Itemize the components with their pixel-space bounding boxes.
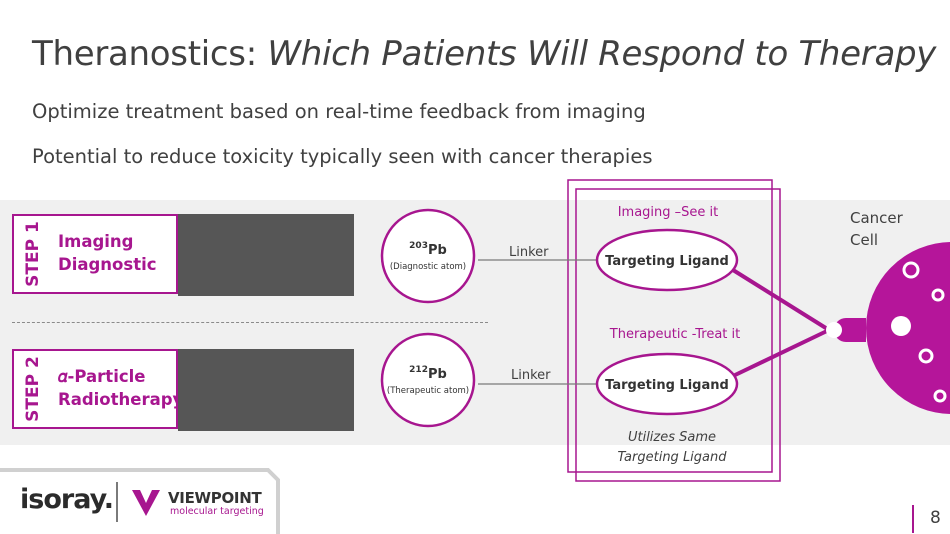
bullet-2: Potential to reduce toxicity typically s… [32, 145, 653, 168]
footer-rule [0, 468, 280, 534]
isotope-2-symbol: 212Pb [409, 365, 447, 382]
step-2-line2: Radiotherapy [58, 390, 184, 409]
isoray-logo: isoray. [20, 484, 114, 515]
ligand-connector-2 [732, 328, 830, 378]
step-2-text: 𝛼-Particle Radiotherapy [58, 365, 183, 411]
cancer-cell-label-line2: Cell [850, 231, 879, 249]
step-1-line2: Diagnostic [58, 255, 157, 274]
viewpoint-logo-icon [132, 490, 160, 516]
isotope-circle-1 [380, 208, 476, 304]
page-number-bar [912, 505, 914, 533]
viewpoint-logo-sub: molecular targeting [170, 506, 264, 517]
ligand-label-2: Targeting Ligand [605, 378, 729, 393]
isoray-logo-text: isoray [20, 484, 105, 515]
page-number: 8 [930, 508, 941, 528]
ligand-label-1: Targeting Ligand [605, 254, 729, 269]
cancer-cell-label: Cancer Cell [850, 207, 903, 251]
cell-pore-2 [931, 288, 945, 302]
cell-pore-3 [918, 348, 934, 364]
isotope-1-desc: (Diagnostic atom) [390, 262, 466, 272]
step-1-dark-bar [178, 214, 354, 296]
utilizes-line-2: Targeting Ligand [617, 450, 727, 465]
step-1-box: STEP 1 Imaging Diagnostic [12, 214, 178, 294]
imaging-caption: Imaging –See it [618, 205, 719, 220]
slide-title: Theranostics: Which Patients Will Respon… [32, 34, 936, 74]
viewpoint-logo-name: VIEWPOINT [168, 489, 262, 507]
utilizes-line-1: Utilizes Same [628, 430, 716, 445]
title-italic: Which Patients Will Respond to Therapy [267, 34, 937, 74]
step-1-line1: Imaging [58, 232, 134, 251]
isotope-1-symbol: 203Pb [409, 241, 447, 258]
step-2-dark-bar [178, 349, 354, 431]
targeting-ligand-1 [595, 228, 739, 292]
cancer-cell-label-line1: Cancer [850, 209, 903, 227]
bullet-1: Optimize treatment based on real-time fe… [32, 100, 646, 123]
step-divider [12, 322, 488, 323]
receptor [834, 318, 866, 342]
cell-nucleus [891, 316, 911, 336]
linker-label-1: Linker [509, 245, 549, 260]
receptor-socket [826, 322, 842, 338]
therapeutic-caption: Therapeutic -Treat it [609, 327, 740, 342]
isoray-logo-dot: . [103, 484, 114, 515]
frame-outer [567, 179, 773, 473]
isotope-2-desc: (Therapeutic atom) [387, 386, 469, 396]
step-1-text: Imaging Diagnostic [58, 230, 157, 276]
frame-inner [575, 188, 781, 482]
logo-separator [116, 482, 118, 522]
step-2-box: STEP 2 𝛼-Particle Radiotherapy [12, 349, 183, 429]
step-2-line1: 𝛼-Particle [58, 367, 146, 386]
isotope-circle-2 [380, 332, 476, 428]
title-main: Theranostics: [32, 34, 268, 74]
ligand-connector-1 [731, 268, 831, 332]
targeting-ligand-2 [595, 352, 739, 416]
linker-label-2: Linker [511, 368, 551, 383]
cell-pore-4 [933, 389, 947, 403]
cell-pore-1 [902, 261, 920, 279]
